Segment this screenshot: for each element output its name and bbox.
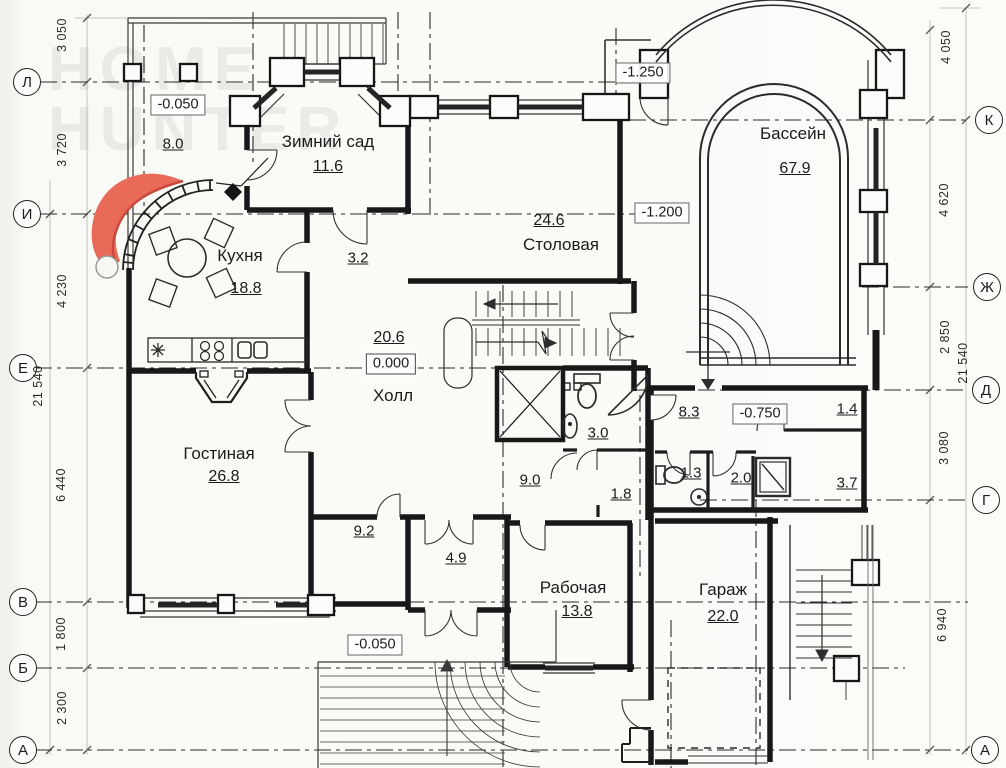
area-vestibule: 8.3: [678, 403, 700, 421]
elevation-vestibule: -0.750: [732, 403, 788, 425]
watermark-line1: HOME: [48, 35, 262, 104]
sanitary-fixtures: [562, 373, 792, 506]
axis-label-k: К: [975, 106, 1003, 134]
dim-left-3050: 3 050: [55, 18, 69, 52]
axis-label-i: И: [13, 200, 41, 228]
wall-pilasters: [122, 48, 906, 683]
axis-label-d: Д: [972, 376, 1000, 404]
area-pantry: 1.4: [836, 400, 858, 418]
kitchen-bay-window: [122, 157, 269, 271]
axis-label-a-right: А: [971, 736, 999, 764]
window-bands: [158, 69, 879, 671]
dim-left-2300: 2 300: [55, 691, 69, 725]
dim-right-6940: 6 940: [935, 608, 949, 642]
dim-left-1800: 1 800: [54, 617, 68, 651]
room-pool-name: Бассейн: [760, 124, 826, 143]
room-kitchen-name: Кухня: [217, 246, 263, 265]
room-garage-area: 22.0: [707, 608, 739, 625]
elevation-pool-entrance: -1.250: [615, 62, 671, 84]
axis-label-b: Б: [9, 654, 37, 682]
pool: [655, 0, 892, 366]
room-garage-name: Гараж: [699, 580, 747, 599]
dim-right-3080: 3 080: [937, 431, 951, 465]
kitchen-fixtures: [147, 217, 308, 363]
dim-right-4620: 4 620: [937, 183, 951, 217]
entrance-arrow: [686, 351, 730, 390]
dim-left-4230: 4 230: [55, 274, 69, 308]
room-winter-garden-name: Зимний сад: [281, 132, 375, 151]
dim-left-21540: 21 540: [31, 365, 45, 407]
axis-label-v: В: [9, 588, 37, 616]
area-closet: 1.8: [610, 485, 632, 503]
area-hallway: 9.0: [519, 471, 541, 489]
dimension-hairlines: [49, 7, 980, 755]
room-study-area: 13.8: [561, 603, 593, 620]
dim-left-3720: 3 720: [55, 133, 69, 167]
dim-right-4050: 4 050: [939, 30, 953, 64]
fireplace: [194, 370, 249, 404]
dim-right-21540: 21 540: [956, 342, 970, 384]
elevation-terrace: -0.050: [150, 94, 206, 116]
axis-label-l: Л: [13, 68, 41, 96]
axis-label-a-left: А: [9, 736, 37, 764]
area-bathroom: 3.0: [587, 424, 609, 442]
garage-details: [667, 525, 874, 764]
doors: [246, 96, 785, 731]
area-wc: 1.3: [680, 464, 702, 482]
elevation-south-entrance: -0.050: [347, 634, 403, 656]
elevation-pool-hall: -1.200: [634, 202, 690, 224]
area-entry: 4.9: [445, 549, 467, 567]
room-hall-name: Холл: [372, 386, 414, 405]
walls: [126, 94, 880, 765]
area-corridor: 3.2: [347, 249, 369, 267]
elevation-hall: 0.000: [365, 353, 417, 375]
partition-walls: [563, 428, 864, 763]
area-lobby: 3.7: [836, 474, 858, 492]
room-hall-area: 20.6: [373, 329, 405, 346]
area-room-sw: 9.2: [353, 522, 375, 540]
vent-diamond: [224, 183, 242, 201]
area-shower: 2.0: [730, 469, 752, 487]
axis-label-g: Г: [972, 486, 1000, 514]
room-winter-garden-area: 11.6: [313, 158, 343, 175]
axis-label-e: Е: [9, 354, 37, 382]
south-exterior-stairs: [317, 610, 557, 768]
santa-hat-icon: [91, 173, 184, 279]
dim-left-6440: 6 440: [54, 468, 68, 502]
axis-label-zh: Ж: [973, 273, 1001, 301]
room-kitchen-area: 18.8: [230, 280, 262, 297]
main-stairs: [443, 291, 621, 389]
elevator-shaft: [494, 365, 582, 443]
room-living-area: 26.8: [208, 468, 240, 485]
terrace-outline: [127, 17, 387, 268]
room-study-name: Рабочая: [539, 578, 607, 597]
room-living-name: Гостиная: [183, 444, 255, 463]
room-pool-area: 67.9: [779, 160, 811, 177]
dim-right-2850: 2 850: [938, 320, 952, 354]
room-dining-name: Столовая: [522, 235, 600, 254]
area-terrace: 8.0: [162, 135, 184, 153]
room-dining-area: 24.6: [533, 212, 565, 229]
